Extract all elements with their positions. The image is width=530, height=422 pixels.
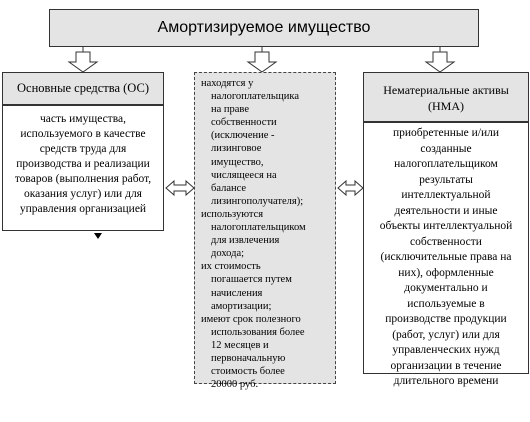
definition-line: созданные: [420, 142, 472, 155]
criterion-line: первоначальную: [211, 352, 286, 364]
criterion-line: налогоплательщиком: [211, 222, 306, 234]
criterion-line: (исключение -: [211, 130, 275, 142]
criterion-line: их стоимость: [201, 261, 261, 273]
definition-line: (исключительные права на: [380, 251, 512, 263]
double-arrow-right: [337, 179, 364, 197]
criterion-line: собственности: [211, 117, 277, 129]
definition-line: объекты интеллектуальной: [379, 220, 513, 232]
definition-line: них), оформленные: [398, 266, 494, 279]
definition-line: деятельности и иные: [394, 204, 498, 217]
criterion-line: на праве: [211, 104, 249, 116]
criterion-line: использования более: [211, 326, 305, 338]
double-arrow-left: [165, 179, 195, 197]
criterion-line: погашается путем: [211, 274, 292, 286]
criterion-line: имущество,: [211, 156, 264, 168]
definition-line: приобретенные и/или: [392, 127, 500, 139]
definition-line: налогоплательщиком: [394, 158, 498, 170]
definition-line: товаров (выполнения работ,: [14, 173, 152, 185]
intangible-assets-definition-text: приобретенные и/или созданные налогоплат…: [363, 126, 529, 390]
criterion-line: балансе: [211, 182, 247, 194]
small-down-arrow: [94, 233, 102, 239]
intangible-assets-definition-box: [363, 122, 529, 374]
criterion-useful-life: имеют срок полезного использования более…: [201, 313, 331, 392]
definition-line: длительного времени: [393, 375, 499, 387]
definition-line: производстве продукции: [385, 313, 507, 325]
criterion-line: лизингополучателя);: [211, 195, 304, 207]
definition-line: организации в течение: [390, 359, 502, 372]
criterion-line: для извлечения: [211, 235, 280, 247]
criterion-line: стоимость более: [211, 366, 285, 378]
title-box: Амортизируемое имущество: [49, 9, 479, 47]
intangible-assets-heading: Нематериальные активы: [383, 83, 509, 97]
criterion-line: 12 месяцев и: [211, 339, 269, 351]
fixed-assets-heading: Основные средства (ОС): [17, 81, 149, 95]
definition-line: используемого в качестве: [20, 128, 146, 140]
definition-line: часть имущества,: [40, 113, 126, 125]
definition-line: оказания услуг) или для: [24, 188, 142, 200]
definition-line: средств труда для: [39, 143, 127, 155]
criterion-line: используются: [201, 208, 264, 220]
criterion-line: амортизации;: [211, 300, 272, 312]
criterion-line: налогоплательщика: [211, 91, 299, 103]
fixed-assets-definition-box: часть имущества, используемого в качеств…: [2, 105, 164, 231]
definition-line: результаты: [419, 173, 473, 186]
definition-line: используемые в: [407, 297, 485, 310]
intangible-assets-abbrev: (НМА): [428, 99, 464, 113]
criterion-line: 20000 руб.: [211, 379, 259, 391]
criterion-depreciation: их стоимость погашается путем начисления…: [201, 260, 331, 312]
definition-line: управленческих нужд: [392, 344, 500, 356]
down-arrow-right: [424, 51, 456, 73]
intangible-assets-heading-box: Нематериальные активы (НМА): [363, 72, 529, 122]
definition-line: производства и реализации: [16, 158, 150, 170]
criterion-income: используются налогоплательщиком для извл…: [201, 208, 331, 260]
criterion-line: начисления: [211, 287, 263, 299]
title-text: Амортизируемое имущество: [157, 19, 371, 36]
criterion-line: дохода;: [211, 248, 245, 260]
criteria-box: находятся у налогоплательщика на праве с…: [194, 72, 336, 390]
down-arrow-center: [246, 51, 278, 73]
criterion-line: находятся у: [201, 78, 254, 89]
criterion-ownership: находятся у налогоплательщика на праве с…: [201, 77, 331, 208]
criterion-line: числящееся на: [211, 169, 277, 181]
criterion-line: имеют срок полезного: [201, 313, 301, 325]
definition-line: собственности: [410, 235, 482, 248]
definition-line: (работ, услуг) или для: [392, 328, 500, 341]
definition-line: документально и: [404, 282, 488, 294]
fixed-assets-heading-box: Основные средства (ОС): [2, 72, 164, 105]
definition-line: управления организацией: [19, 203, 147, 215]
criterion-line: лизинговое: [211, 143, 262, 155]
definition-line: интеллектуальной: [401, 189, 491, 201]
down-arrow-left: [67, 51, 99, 73]
